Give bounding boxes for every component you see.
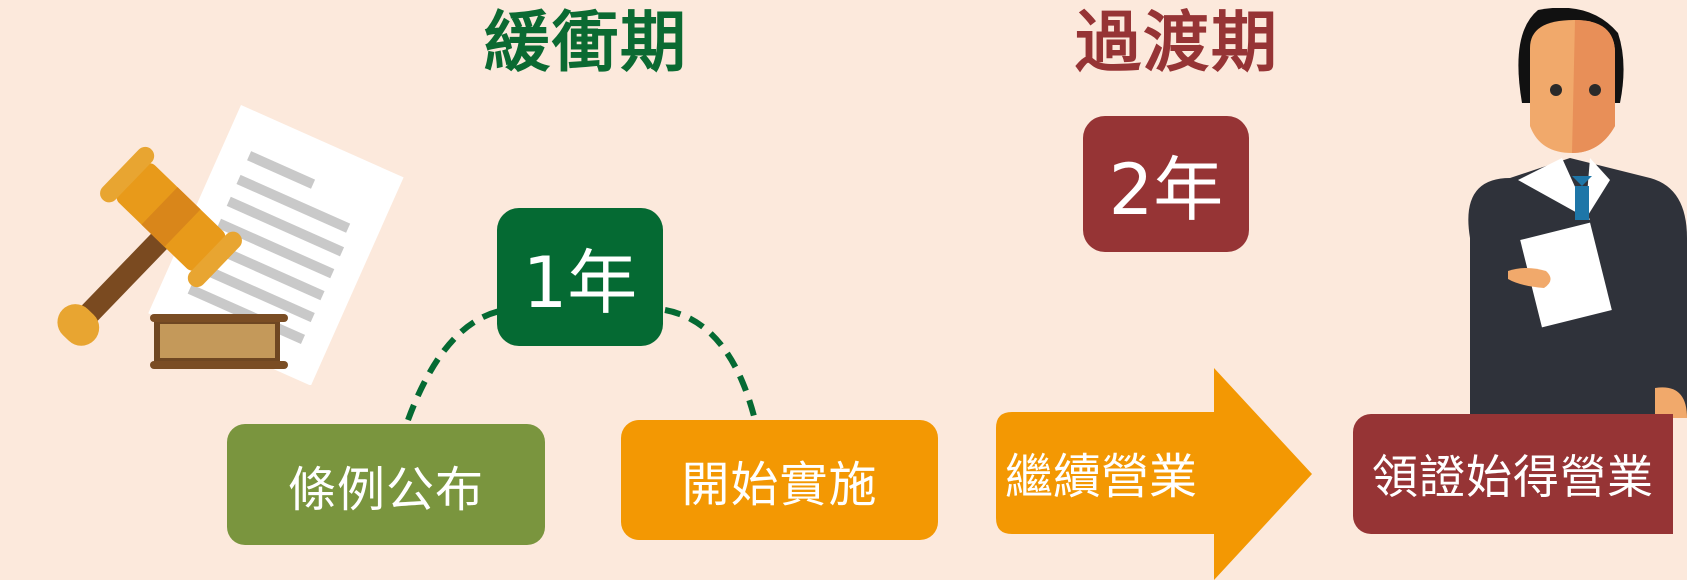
implement-step: 開始實施 <box>621 420 938 540</box>
businessman-icon <box>1468 8 1687 418</box>
buffer-duration-badge: 1年 <box>497 208 663 346</box>
buffer-period-title: 緩衝期 <box>484 4 688 81</box>
gavel-icon <box>57 105 404 385</box>
licensed-business-step: 領證始得營業 <box>1353 414 1673 534</box>
right-arrow-icon <box>996 368 1312 580</box>
transition-duration-badge: 2年 <box>1083 116 1249 252</box>
announce-step: 條例公布 <box>227 424 545 545</box>
transition-period-title: 過渡期 <box>1075 4 1279 81</box>
continue-business-step: 繼續營業 <box>1005 449 1198 505</box>
timeline-arc <box>405 307 758 422</box>
